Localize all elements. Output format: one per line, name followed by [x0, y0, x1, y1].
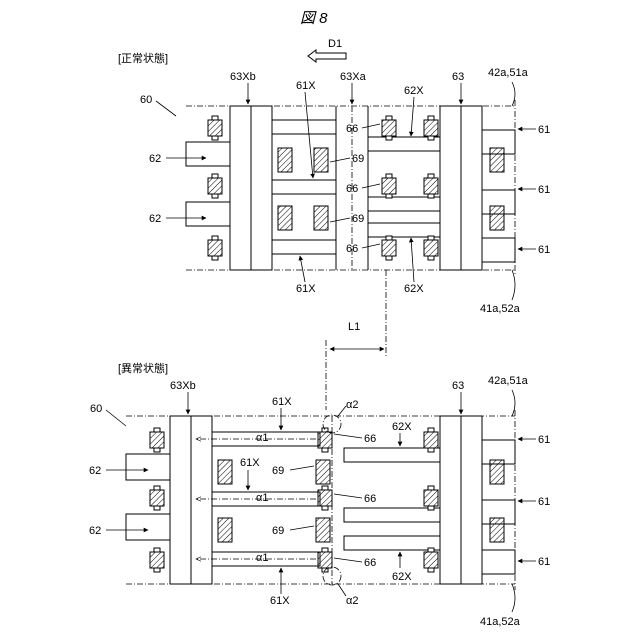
- label-62-b: 62: [149, 213, 161, 225]
- label-69-b: 69: [352, 213, 364, 225]
- label-alpha1-b: α1: [256, 492, 268, 504]
- label-69-a-abn: 69: [272, 465, 284, 477]
- label-alpha1-a: α1: [256, 432, 268, 444]
- label-66-b: 66: [346, 183, 358, 195]
- normal-state-panel: [正常状態]: [118, 51, 550, 315]
- label-62-a: 62: [149, 153, 161, 165]
- label-61-c: 61: [538, 244, 550, 256]
- label-63: 63: [452, 71, 464, 83]
- label-62-b-abn: 62: [89, 525, 101, 537]
- label-66-c: 66: [346, 243, 358, 255]
- label-61-b-abn: 61: [538, 496, 550, 508]
- figure-title: 図 8: [300, 10, 328, 27]
- label-61x-top: 61X: [296, 80, 316, 92]
- label-61-c-abn: 61: [538, 556, 550, 568]
- label-alpha2-bottom: α2: [346, 595, 358, 607]
- label-42a-51a: 42a,51a: [488, 67, 529, 79]
- label-61x-mid-abn: 61X: [240, 457, 260, 469]
- abnormal-state-caption: [異常状態]: [118, 361, 168, 375]
- label-62x-top-abn: 62X: [392, 421, 412, 433]
- normal-state-caption: [正常状態]: [118, 51, 168, 65]
- label-61-a: 61: [538, 124, 550, 136]
- label-alpha1-c: α1: [256, 552, 268, 564]
- label-61-a-abn: 61: [538, 434, 550, 446]
- label-63xb: 63Xb: [230, 71, 256, 83]
- label-66-a-abn: 66: [364, 433, 376, 445]
- label-69-b-abn: 69: [272, 525, 284, 537]
- label-63xb-abn: 63Xb: [170, 380, 196, 392]
- label-66-b-abn: 66: [364, 493, 376, 505]
- label-62x-bottom: 62X: [404, 283, 424, 295]
- label-42a-51a-abn: 42a,51a: [488, 375, 529, 387]
- direction-arrow-d1: D1: [308, 38, 346, 62]
- label-61x-top-abn: 61X: [272, 396, 292, 408]
- label-66-c-abn: 66: [364, 557, 376, 569]
- label-alpha2-top: α2: [346, 399, 358, 411]
- label-41a-52a-abn: 41a,52a: [480, 616, 521, 628]
- abnormal-state-panel: [異常状態]: [89, 361, 550, 628]
- distance-label: L1: [348, 321, 360, 333]
- label-60-abn: 60: [90, 403, 102, 415]
- label-62x-top: 62X: [404, 85, 424, 97]
- label-41a-52a: 41a,52a: [480, 303, 521, 315]
- label-60: 60: [140, 94, 152, 106]
- label-61-b: 61: [538, 184, 550, 196]
- label-63xa: 63Xa: [340, 71, 367, 83]
- direction-label: D1: [328, 38, 342, 50]
- label-61x-bottom: 61X: [296, 283, 316, 295]
- label-63-abn: 63: [452, 380, 464, 392]
- label-69-a: 69: [352, 153, 364, 165]
- label-62x-bottom-abn: 62X: [392, 571, 412, 583]
- label-66-a: 66: [346, 123, 358, 135]
- l1-dimension: L1: [326, 270, 386, 410]
- label-62-a-abn: 62: [89, 465, 101, 477]
- label-61x-bottom-abn: 61X: [270, 595, 290, 607]
